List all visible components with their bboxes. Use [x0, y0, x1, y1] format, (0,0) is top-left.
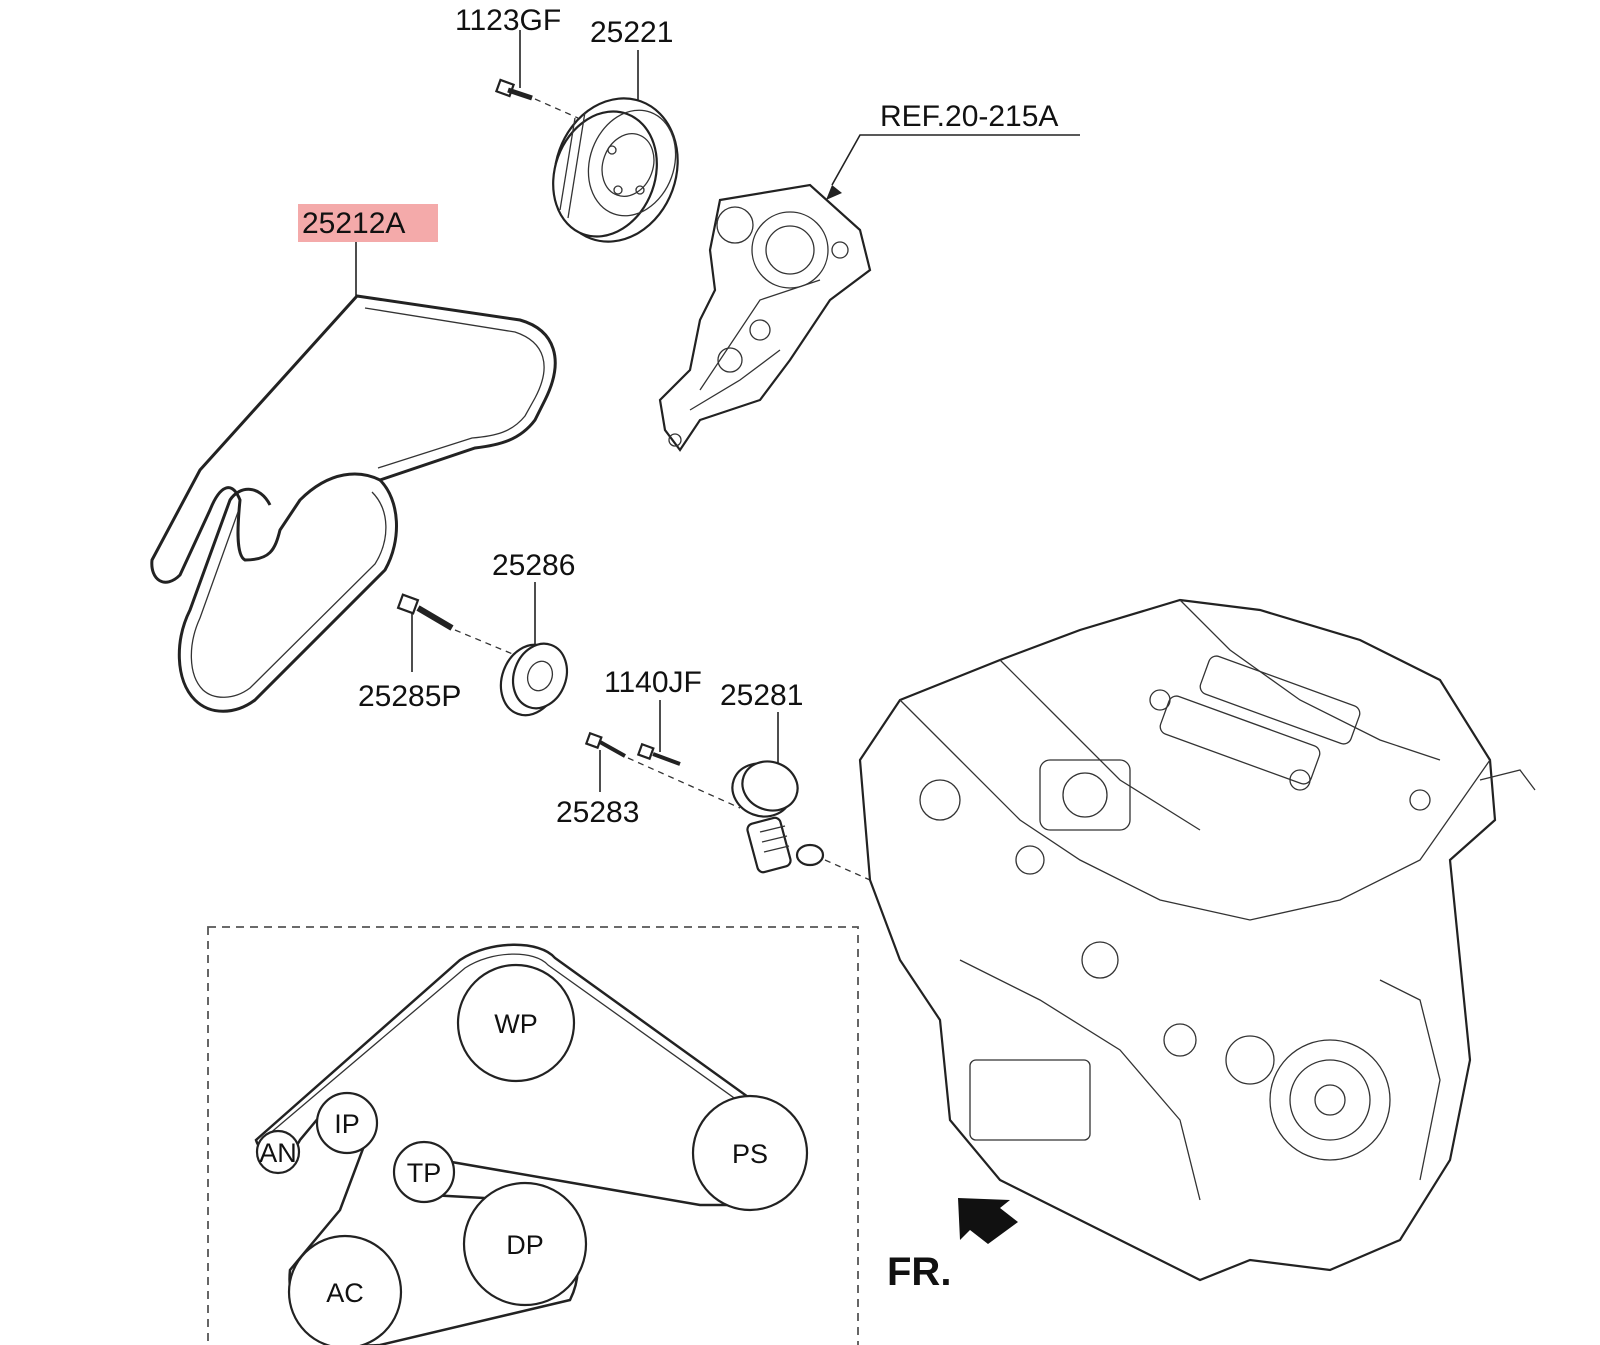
callout-25286[interactable]: 25286: [492, 549, 575, 582]
front-indicator: FR.: [887, 1198, 1018, 1294]
idler-pulley-icon: [499, 642, 569, 717]
callout-25212a[interactable]: 25212A: [302, 207, 405, 240]
tensioner-icon: [731, 760, 871, 881]
tensioner-bolt-25283-icon: [584, 731, 741, 809]
idler-pulley-group: [396, 582, 569, 717]
pulley-label-ps: PS: [732, 1139, 768, 1169]
bolt-1123gf-icon: [494, 30, 579, 119]
pulley-label-ac: AC: [326, 1278, 364, 1308]
callout-ref-20-215a[interactable]: REF.20-215A: [880, 100, 1058, 133]
tensioner-bolt-1140jf-icon: [636, 700, 681, 766]
callout-1123gf[interactable]: 1123GF: [455, 4, 561, 37]
belt-routing-diagram: WP IP AN TP PS DP AC: [207, 926, 859, 1345]
callout-1140jf[interactable]: 1140JF: [604, 666, 702, 699]
drive-belt-icon: [150, 238, 557, 713]
pulley-label-ip: IP: [334, 1109, 360, 1139]
part-highlight: [298, 204, 438, 242]
water-pump-housing-icon: [658, 134, 1080, 452]
callout-25285p[interactable]: 25285P: [358, 680, 461, 713]
pulley-label-dp: DP: [506, 1230, 544, 1260]
pulley-label-tp: TP: [407, 1158, 442, 1188]
pulley-label-an: AN: [259, 1138, 297, 1168]
pulley-label-wp: WP: [494, 1009, 538, 1039]
water-pump-pulley-group: [494, 30, 679, 243]
callout-25283[interactable]: 25283: [556, 796, 639, 829]
front-label: FR.: [887, 1250, 951, 1294]
callout-25281[interactable]: 25281: [720, 679, 803, 712]
engine-block-icon: [858, 598, 1536, 1282]
idler-bolt-icon: [396, 593, 516, 672]
callout-25221[interactable]: 25221: [590, 16, 673, 49]
front-arrow-icon: [958, 1198, 1018, 1244]
water-pump-pulley-icon: [552, 50, 679, 243]
tensioner-group: [584, 700, 871, 881]
